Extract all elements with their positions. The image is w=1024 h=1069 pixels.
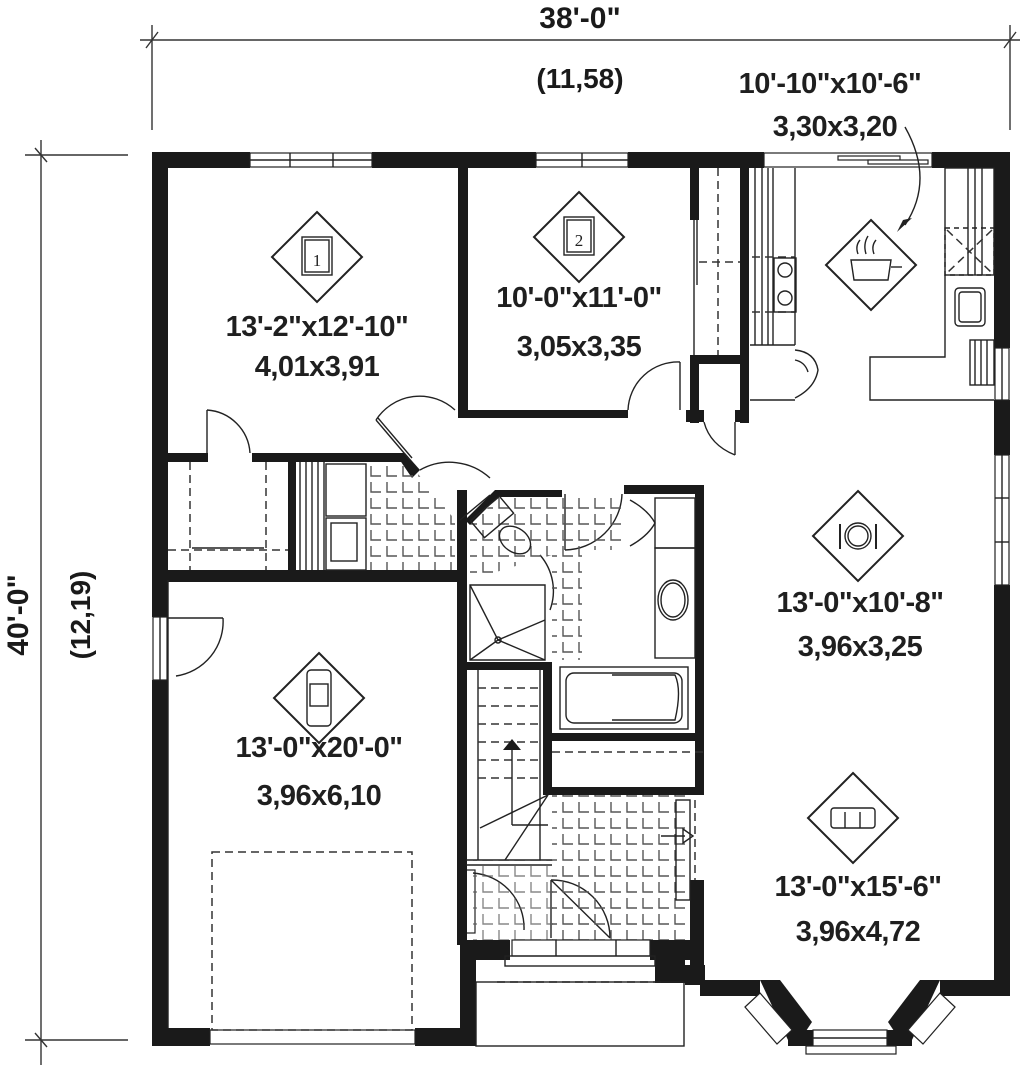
bathroom-fixtures bbox=[469, 495, 696, 730]
overall-depth-imperial: 40'-0" bbox=[2, 574, 35, 655]
entry-tile-floor bbox=[552, 795, 690, 940]
kitchen-dimensions-imperial: 10'-10"x10'-6" bbox=[739, 68, 922, 100]
exterior-walls bbox=[152, 152, 1010, 1046]
entry-closet-tile bbox=[473, 860, 553, 940]
bathroom-tile-floor bbox=[470, 498, 622, 660]
entry-porch bbox=[475, 939, 685, 1047]
top-dimension bbox=[140, 25, 1020, 130]
bedroom-1-dimensions-metric: 4,01x3,91 bbox=[255, 351, 380, 383]
bed-2-icon: 2 bbox=[532, 190, 626, 284]
plate-cutlery-icon bbox=[811, 489, 905, 583]
stair-up-arrow-icon bbox=[503, 739, 521, 750]
bed-1-icon: 1 bbox=[270, 210, 364, 304]
living-dimensions-metric: 3,96x4,72 bbox=[796, 916, 921, 948]
dining-dimensions-imperial: 13'-0"x10'-8" bbox=[776, 587, 943, 619]
staircase bbox=[466, 670, 704, 866]
svg-text:2: 2 bbox=[575, 231, 584, 250]
bedroom-2-dimensions-metric: 3,05x3,35 bbox=[517, 331, 642, 363]
laundry-closet bbox=[168, 462, 367, 571]
kitchen-dimensions-metric: 3,30x3,20 bbox=[773, 111, 898, 143]
overall-width-metric: (11,58) bbox=[536, 63, 623, 94]
garage-dimensions-imperial: 13'-0"x20'-0" bbox=[235, 732, 402, 764]
pointer-arrowhead-icon bbox=[897, 218, 912, 232]
bay-window bbox=[744, 980, 956, 1055]
living-dimensions-imperial: 13'-0"x15'-6" bbox=[774, 871, 941, 903]
garage-door-outline bbox=[211, 851, 413, 1031]
overall-depth-metric: (12,19) bbox=[65, 571, 96, 660]
kitchen-counters bbox=[750, 167, 995, 401]
car-icon bbox=[272, 651, 366, 745]
svg-text:1: 1 bbox=[313, 251, 322, 270]
bedroom-2-dimensions-imperial: 10'-0"x11'-0" bbox=[496, 282, 661, 314]
closet-doors bbox=[693, 168, 740, 355]
garage-dimensions-metric: 3,96x6,10 bbox=[257, 780, 382, 812]
left-dimension bbox=[25, 140, 128, 1065]
overall-width-imperial: 38'-0" bbox=[539, 2, 620, 35]
bedroom-1-dimensions-imperial: 13'-2"x12'-10" bbox=[226, 311, 409, 343]
dining-dimensions-metric: 3,96x3,25 bbox=[798, 631, 923, 663]
kitchen-label-pointer bbox=[904, 126, 921, 226]
laundry-tile-floor bbox=[368, 464, 455, 570]
cooking-pot-icon bbox=[824, 218, 918, 312]
coat-closet bbox=[661, 799, 696, 901]
sofa-icon bbox=[806, 771, 900, 865]
